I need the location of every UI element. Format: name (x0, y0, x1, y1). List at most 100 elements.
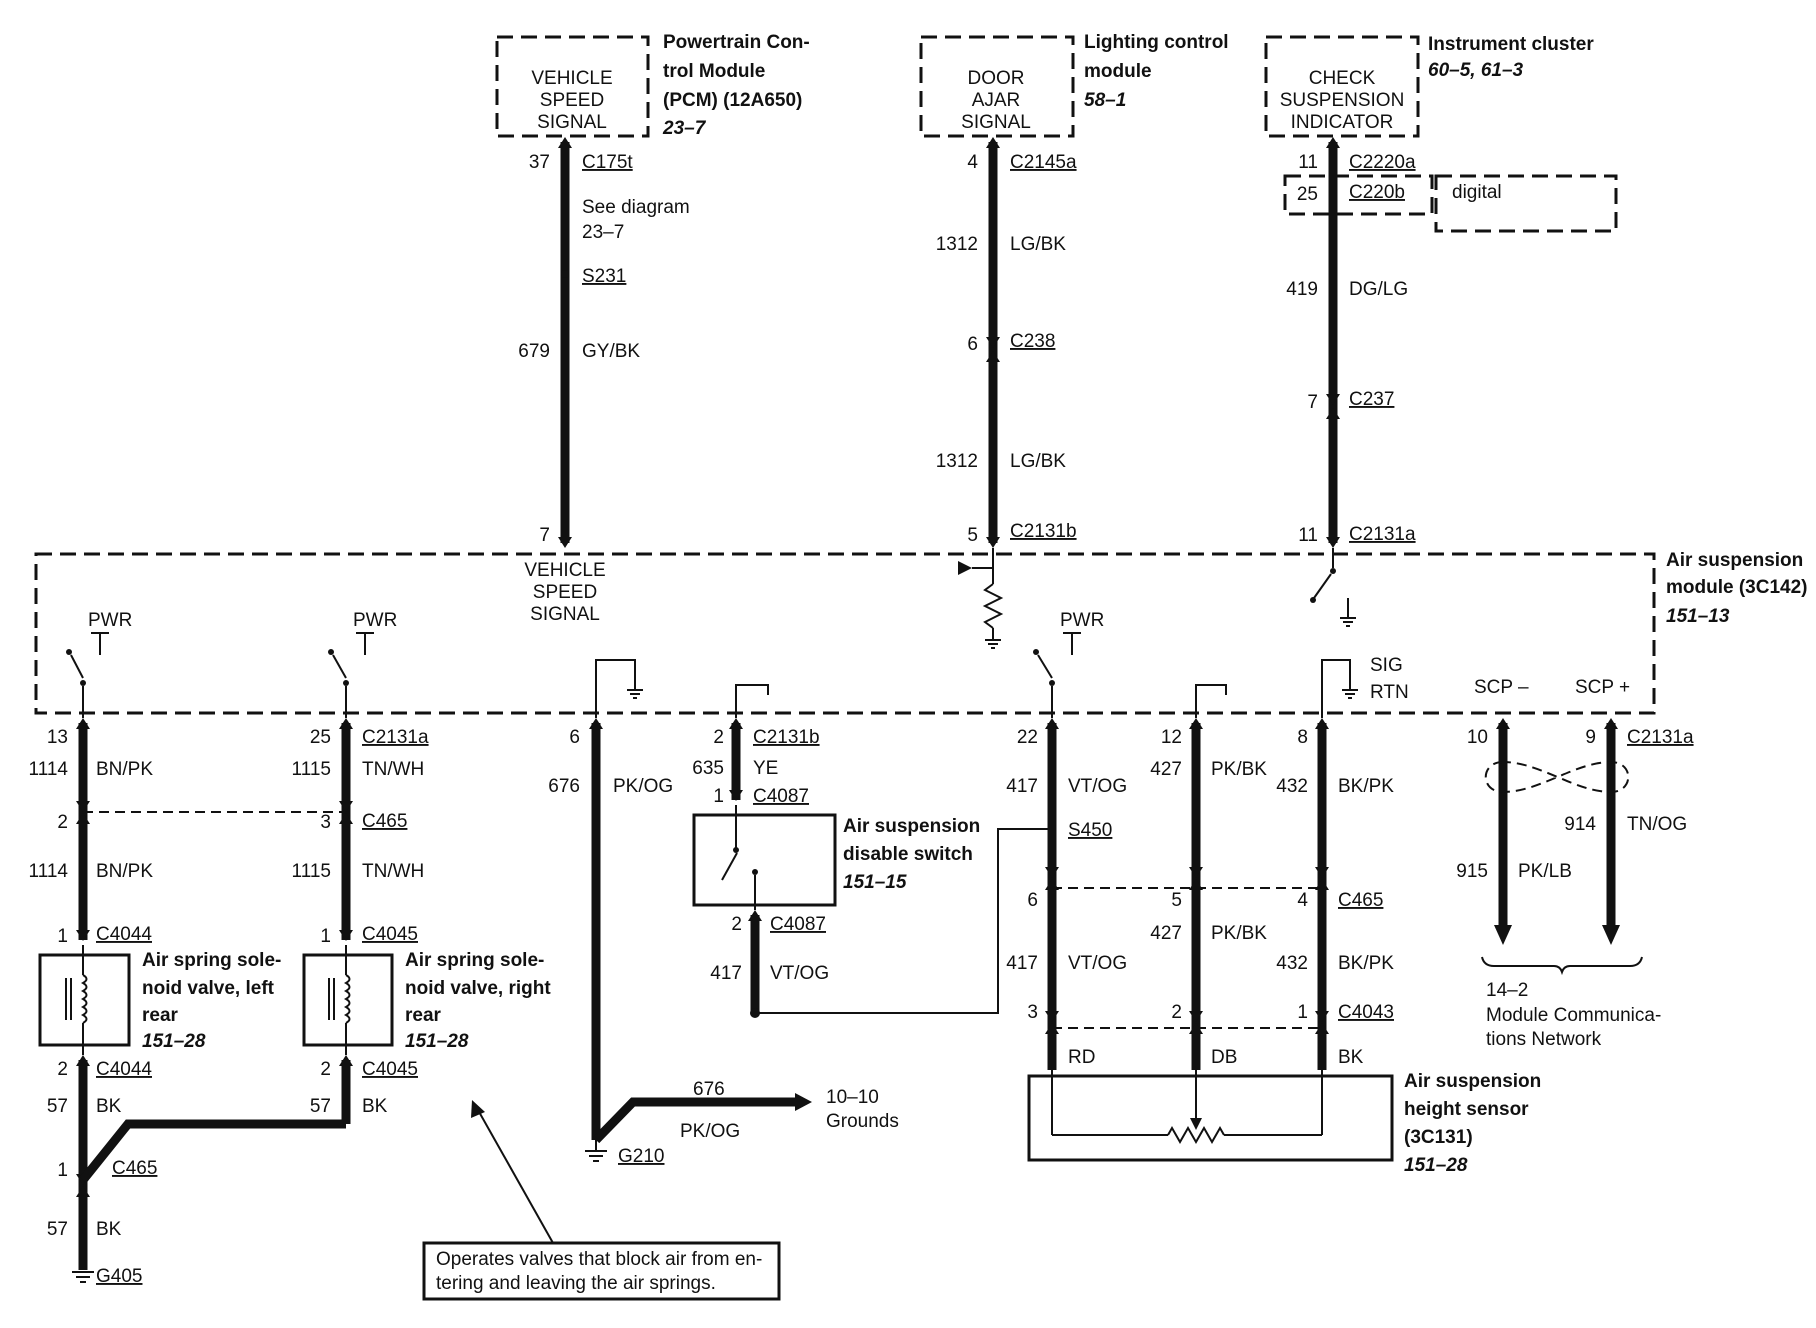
circuit-427-b: 427 (1150, 923, 1182, 944)
sensor-label-3: (3C131) (1404, 1127, 1473, 1148)
cluster-signal-3: INDICATOR (1291, 112, 1394, 133)
color-bkpk-b: BK/PK (1338, 953, 1394, 974)
upper-wires: 37 C175t See diagram 23–7 S231 679 GY/BK… (518, 137, 1416, 625)
lcm-label-2: module (1084, 61, 1152, 82)
door-input-resistor (958, 548, 1004, 649)
sensor-label-1: Air suspension (1404, 1071, 1541, 1092)
circuit-1312-a: 1312 (936, 234, 978, 255)
asm-vss-3: SIGNAL (530, 604, 600, 625)
right-rear-solenoid-circuit: 25 C2131a 1115 TN/WH 3 C465 1115 TN/WH 1… (79, 718, 551, 1183)
pin-6: 6 (569, 727, 580, 748)
mcn-2: Module Communica- (1486, 1005, 1661, 1026)
rtn-label: RTN (1370, 682, 1409, 703)
pin-cluster-25: 25 (1297, 184, 1318, 205)
circuit-635: 635 (692, 758, 724, 779)
sig-label: SIG (1370, 655, 1403, 676)
conn-c4045-b: C4045 (362, 1059, 418, 1080)
grounds-ref-1: 10–10 (826, 1087, 879, 1108)
lcm-label-1: Lighting control (1084, 32, 1229, 53)
rr-valve-label-1: Air spring sole- (405, 950, 544, 971)
air-suspension-module: Air suspension module (3C142) 151–13 PWR… (34, 548, 1807, 718)
pin-c465-2: 2 (57, 812, 68, 833)
conn-c237: C237 (1349, 389, 1394, 410)
pin-pcm-37: 37 (529, 152, 550, 173)
pwr-label-1: PWR (88, 610, 132, 631)
color-tnwh-b: TN/WH (362, 861, 424, 882)
rr-valve-label-2: noid valve, right (405, 978, 551, 999)
color-bnpk-a: BN/PK (96, 759, 153, 780)
note-arrow-icon (471, 1100, 485, 1118)
see-diagram-1: See diagram (582, 197, 690, 218)
cluster-block: CHECK SUSPENSION INDICATOR Instrument cl… (1264, 34, 1618, 233)
color-bkpk-a: BK/PK (1338, 776, 1394, 797)
circuit-417-b: 417 (1006, 953, 1038, 974)
circuit-914: 914 (1564, 814, 1596, 835)
lcm-ref: 58–1 (1084, 90, 1126, 111)
rr-valve-ref: 151–28 (405, 1031, 469, 1052)
color-lgbk-b: LG/BK (1010, 451, 1066, 472)
pcm-box (495, 35, 650, 138)
pin-22: 22 (1017, 727, 1038, 748)
note-callout: Operates valves that block air from en- … (422, 1100, 781, 1301)
note-line-2: tering and leaving the air springs. (436, 1273, 716, 1294)
pin-c465-1: 1 (57, 1160, 68, 1181)
network-brace (1481, 956, 1643, 976)
switch-input-line (735, 684, 769, 718)
pin-c238-6: 6 (967, 334, 978, 355)
conn-c4044-a: C4044 (96, 924, 152, 945)
circuit-1114-b: 1114 (29, 861, 69, 882)
pcm-label-2: trol Module (663, 61, 765, 82)
pin-c4045-2: 2 (320, 1059, 331, 1080)
note-line-1: Operates valves that block air from en- (436, 1249, 762, 1270)
door-signal-2: AJAR (972, 90, 1021, 111)
pin-c4044-1: 1 (57, 926, 68, 947)
color-rd: RD (1068, 1047, 1095, 1068)
color-vtog-a: VT/OG (1068, 776, 1127, 797)
potentiometer-icon (1167, 1125, 1225, 1145)
conn-c238: C238 (1010, 331, 1055, 352)
color-lgbk-a: LG/BK (1010, 234, 1066, 255)
color-dglg: DG/LG (1349, 279, 1408, 300)
mcn-1: 14–2 (1486, 980, 1528, 1001)
color-gybk: GY/BK (582, 341, 640, 362)
ground-g405: G405 (96, 1266, 142, 1287)
pcm-ref: 23–7 (662, 118, 707, 139)
pin-c465-5: 5 (1171, 890, 1182, 911)
disable-switch-ref: 151–15 (843, 872, 907, 893)
mcn-3: tions Network (1486, 1029, 1602, 1050)
circuit-1114-a: 1114 (29, 759, 69, 780)
pcm-label-3: (PCM) (12A650) (663, 90, 802, 111)
c220b-box (1283, 174, 1434, 216)
ground-g210: G210 (618, 1146, 664, 1167)
color-tnwh-a: TN/WH (362, 759, 424, 780)
height-sensor-circuit: 22 417 VT/OG S450 6 417 VT/OG 3 RD 12 42… (1006, 718, 1541, 1176)
pwr-switch-1: PWR (66, 610, 132, 718)
left-rear-solenoid-circuit: 13 1114 BN/PK 2 1114 BN/PK 1 C4044 Air s… (29, 718, 281, 1287)
asm-box (34, 552, 1656, 715)
pcm-block: VEHICLE SPEED SIGNAL Powertrain Con- tro… (495, 32, 810, 139)
pin-10: 10 (1467, 727, 1488, 748)
pin-8: 8 (1297, 727, 1308, 748)
conn-c2131b-bottom: C2131b (753, 727, 820, 748)
disable-switch-circuit: 2 C2131b 635 YE 1 C4087 Air suspension d… (692, 718, 1056, 1018)
circuit-57-c: 57 (47, 1219, 68, 1240)
lcm-block: DOOR AJAR SIGNAL Lighting control module… (919, 32, 1229, 138)
sensor-supply-line (1195, 684, 1227, 718)
lcm-box (919, 35, 1075, 138)
conn-c2131a-right: C2131a (1627, 727, 1694, 748)
lr-valve-ref: 151–28 (142, 1031, 206, 1052)
cluster-signal-1: CHECK (1309, 68, 1376, 89)
circuit-57-a: 57 (47, 1096, 68, 1117)
cluster-ref: 60–5, 61–3 (1428, 60, 1524, 81)
circuit-432-b: 432 (1276, 953, 1308, 974)
pin-c465-3: 3 (320, 812, 331, 833)
pin-c4045-1: 1 (320, 926, 331, 947)
color-ye: YE (753, 758, 778, 779)
color-bnpk-b: BN/PK (96, 861, 153, 882)
pcm-signal-2: SPEED (540, 90, 604, 111)
color-vtog-b: VT/OG (1068, 953, 1127, 974)
pcm-signal-3: SIGNAL (537, 112, 607, 133)
pin-asm-5: 5 (967, 525, 978, 546)
color-bk-sensor: BK (1338, 1047, 1364, 1068)
